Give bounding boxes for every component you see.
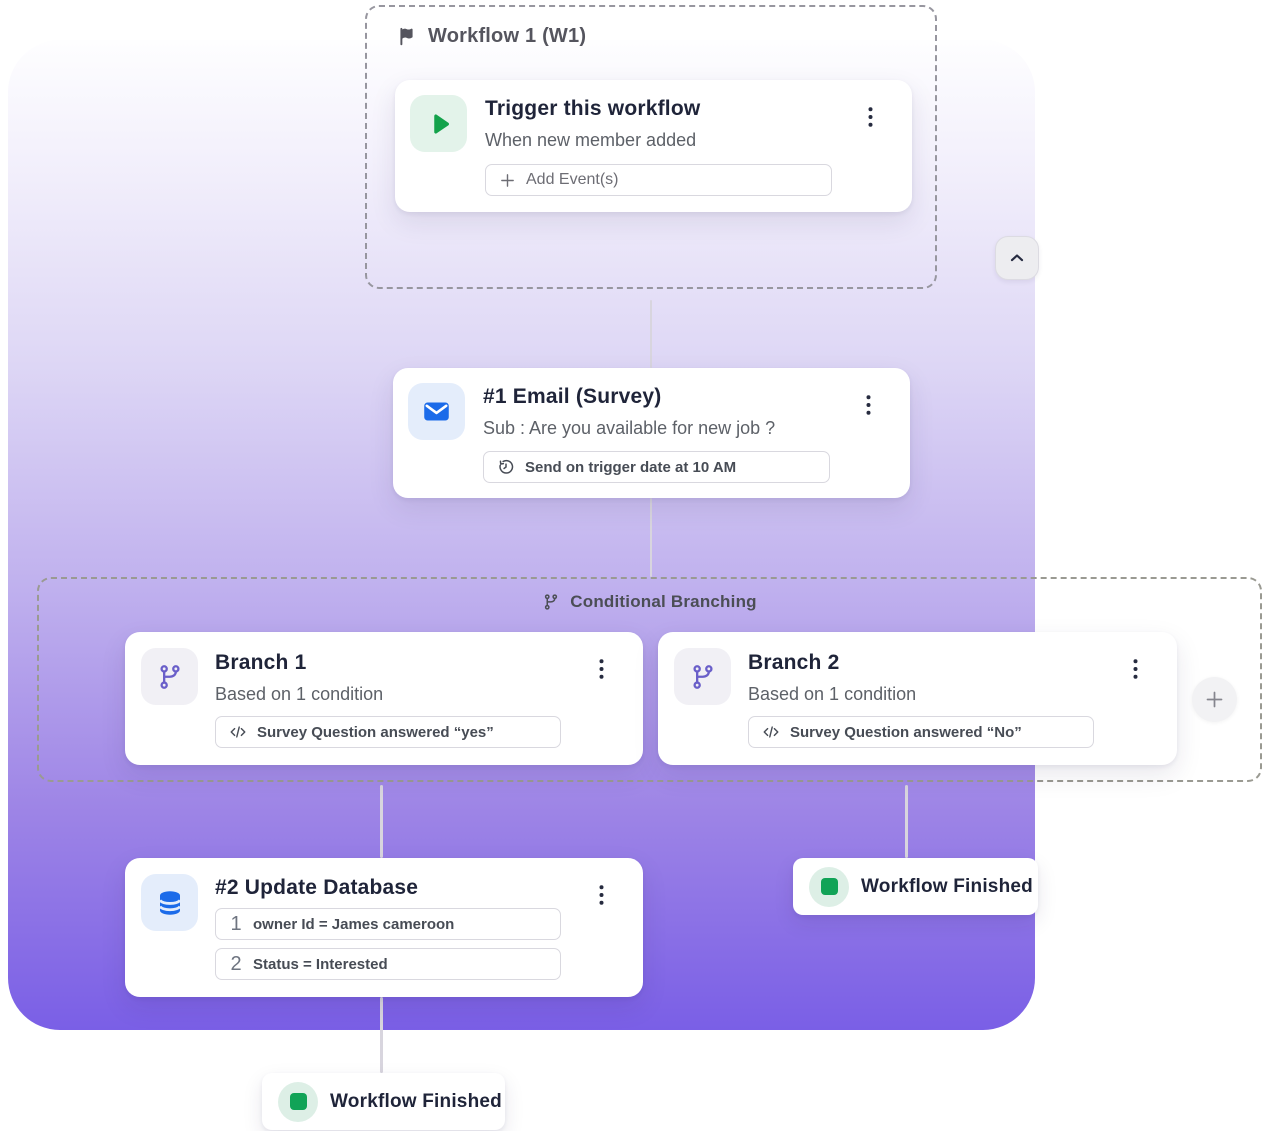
branch-2-condition-label: Survey Question answered “No” <box>790 723 1022 741</box>
db-row-1-label: owner Id = James cameroon <box>253 915 455 933</box>
kebab-icon <box>599 659 604 679</box>
email-card[interactable]: #1 Email (Survey) Sub : Are you availabl… <box>393 368 910 498</box>
workflow-finished-label: Workflow Finished <box>330 1090 502 1112</box>
trigger-card-subtitle: When new member added <box>485 130 697 150</box>
play-icon-tile <box>410 95 467 152</box>
connector-line <box>380 997 383 1073</box>
kebab-icon <box>1133 659 1138 679</box>
trigger-more-button[interactable] <box>862 106 878 128</box>
conditional-group-box: Conditional Branching <box>37 577 1262 782</box>
workflow-finished-card-right[interactable]: Workflow Finished <box>793 858 1038 915</box>
code-icon <box>229 723 247 741</box>
git-branch-icon-tile <box>674 648 731 705</box>
git-branch-icon <box>689 663 717 691</box>
database-icon-tile <box>141 874 198 931</box>
plus-icon <box>499 172 516 189</box>
branch-1-card[interactable]: Branch 1 Based on 1 condition Survey Que… <box>125 632 643 765</box>
trigger-card-title: Trigger this workflow <box>485 97 701 120</box>
connector-line <box>650 498 652 577</box>
db-row-2[interactable]: 2 Status = Interested <box>215 948 561 980</box>
flag-icon <box>397 26 418 47</box>
clock-icon <box>497 458 515 476</box>
workflow-group-label: Workflow 1 (W1) <box>397 25 586 48</box>
branch-2-condition-button[interactable]: Survey Question answered “No” <box>748 716 1094 748</box>
db-row-1[interactable]: 1 owner Id = James cameroon <box>215 908 561 940</box>
connector-line <box>905 785 908 858</box>
git-branch-icon <box>156 663 184 691</box>
schedule-label: Send on trigger date at 10 AM <box>525 458 737 476</box>
kebab-icon <box>599 885 604 905</box>
workflow-group-title: Workflow 1 (W1) <box>428 25 587 47</box>
db-row-2-label: Status = Interested <box>253 955 388 973</box>
workflow-group-box: Workflow 1 (W1) Trigger this workflow Wh… <box>365 5 1039 289</box>
code-icon <box>762 723 780 741</box>
kebab-icon <box>866 395 871 415</box>
stop-icon <box>289 1093 307 1110</box>
collapse-button[interactable] <box>995 236 1039 280</box>
trigger-card[interactable]: Trigger this workflow When new member ad… <box>395 80 912 212</box>
kebab-icon <box>868 107 873 127</box>
branch-2-title: Branch 2 <box>748 651 840 674</box>
mail-icon-tile <box>408 383 465 440</box>
db-row-1-number: 1 <box>230 912 242 935</box>
add-events-button[interactable]: Add Event(s) <box>485 164 832 196</box>
branch-1-subtitle: Based on 1 condition <box>215 684 384 704</box>
stop-icon-circle <box>809 866 849 907</box>
update-database-title: #2 Update Database <box>215 876 419 899</box>
play-icon <box>424 109 454 139</box>
add-events-label: Add Event(s) <box>526 171 619 188</box>
database-icon <box>155 888 185 918</box>
branch-2-more-button[interactable] <box>1127 658 1143 680</box>
git-branch-icon-tile <box>141 648 198 705</box>
stop-icon-circle <box>278 1081 318 1122</box>
db-row-2-number: 2 <box>230 952 242 975</box>
chevron-up-icon <box>1007 248 1027 268</box>
workflow-finished-card-bottom[interactable]: Workflow Finished <box>262 1073 505 1130</box>
connector-line <box>380 785 383 858</box>
mail-icon <box>421 396 452 427</box>
connector-line <box>650 300 652 368</box>
email-card-subtitle: Sub : Are you available for new job ? <box>483 418 776 438</box>
schedule-button[interactable]: Send on trigger date at 10 AM <box>483 451 830 483</box>
plus-icon <box>1204 689 1225 710</box>
branch-1-more-button[interactable] <box>593 658 609 680</box>
conditional-group-title: Conditional Branching <box>570 592 757 611</box>
add-branch-button[interactable] <box>1192 677 1237 722</box>
email-more-button[interactable] <box>860 394 876 416</box>
workflow-finished-label: Workflow Finished <box>861 875 1033 897</box>
branch-2-subtitle: Based on 1 condition <box>748 684 917 704</box>
branch-1-title: Branch 1 <box>215 651 307 674</box>
stop-icon <box>820 878 838 895</box>
update-database-card[interactable]: #2 Update Database 1 owner Id = James ca… <box>125 858 643 997</box>
email-card-title: #1 Email (Survey) <box>483 385 662 408</box>
git-branch-icon <box>542 593 560 611</box>
branch-1-condition-label: Survey Question answered “yes” <box>257 723 494 741</box>
conditional-group-label: Conditional Branching <box>39 592 1260 612</box>
branch-2-card[interactable]: Branch 2 Based on 1 condition Survey Que… <box>658 632 1177 765</box>
branch-1-condition-button[interactable]: Survey Question answered “yes” <box>215 716 561 748</box>
update-database-more-button[interactable] <box>593 884 609 906</box>
